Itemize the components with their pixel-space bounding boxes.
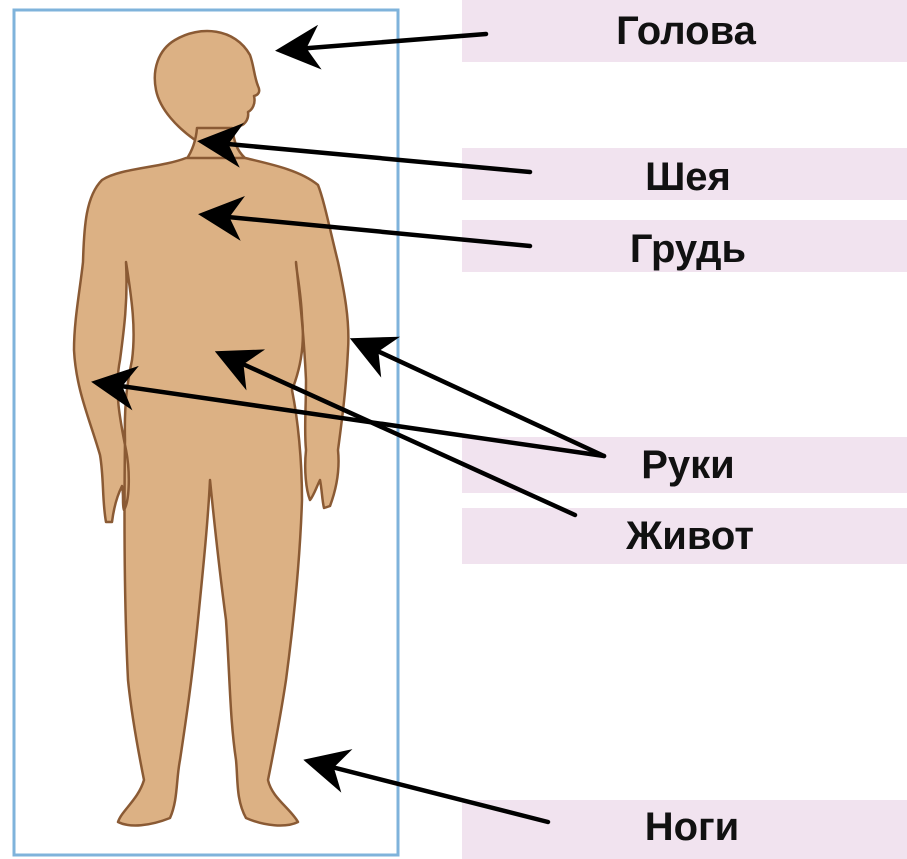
label-belly: Живот	[625, 514, 754, 558]
label-chest: Грудь	[630, 227, 746, 271]
label-neck: Шея	[645, 155, 731, 199]
label-legs: Ноги	[645, 805, 740, 849]
label-head: Голова	[616, 9, 757, 53]
label-arms: Руки	[641, 443, 735, 487]
label-bands	[462, 0, 907, 859]
